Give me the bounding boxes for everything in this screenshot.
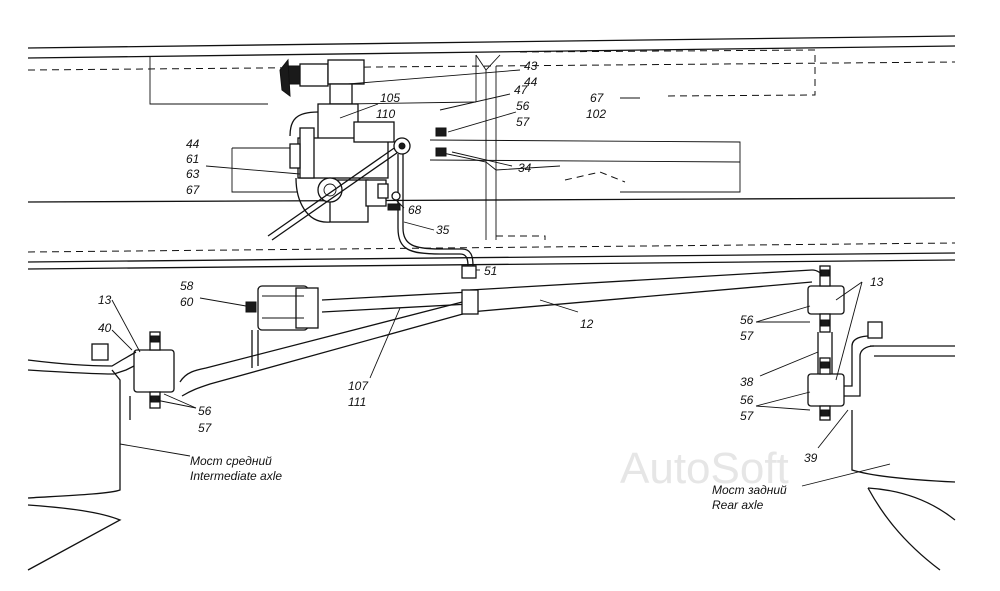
label-110: 110 (376, 107, 395, 121)
leader-lines (111, 69, 891, 487)
height-control-valve (267, 58, 477, 279)
label-56: 56 (516, 99, 530, 113)
frame-rails (27, 35, 956, 270)
label-56: 56 (740, 393, 754, 407)
label-40: 40 (98, 321, 112, 335)
label-51: 51 (484, 264, 497, 278)
label-105: 105 (380, 91, 400, 105)
label-12: 12 (580, 317, 594, 331)
left-axle-bracket (27, 331, 175, 571)
label-13: 13 (870, 275, 884, 289)
watermark: AutoSoft (620, 444, 789, 493)
label-102: 102 (586, 107, 606, 121)
intermediate-axle-caption-ru: Мост средний (190, 454, 272, 468)
label-63: 63 (186, 167, 200, 181)
label-47: 47 (514, 83, 529, 97)
label-57: 57 (740, 409, 755, 423)
label-38: 38 (740, 375, 754, 389)
label-43: 43 (524, 59, 538, 73)
label-44: 44 (524, 75, 538, 89)
axle-captions: Мост средний Intermediate axle Мост задн… (190, 454, 787, 512)
label-58: 58 (180, 279, 194, 293)
part-labels: 43 44 47 67 102 105 110 56 57 34 44 61 6… (98, 59, 884, 465)
rear-axle-caption-en: Rear axle (712, 498, 764, 512)
rear-axle-caption-ru: Мост задний (712, 483, 787, 497)
right-axle-bracket (807, 265, 956, 571)
label-61: 61 (186, 152, 199, 166)
label-68: 68 (408, 203, 422, 217)
label-39: 39 (804, 451, 818, 465)
label-35: 35 (436, 223, 450, 237)
label-111: 111 (348, 395, 366, 409)
label-60: 60 (180, 295, 194, 309)
label-67: 67 (186, 183, 201, 197)
crossmember (149, 49, 816, 240)
label-57: 57 (740, 329, 755, 343)
linkage-rods (179, 269, 823, 397)
label-57: 57 (516, 115, 531, 129)
label-56: 56 (740, 313, 754, 327)
label-57: 57 (198, 421, 213, 435)
intermediate-axle-caption-en: Intermediate axle (190, 469, 282, 483)
label-107: 107 (348, 379, 369, 393)
label-44: 44 (186, 137, 200, 151)
label-13: 13 (98, 293, 112, 307)
label-34: 34 (518, 161, 532, 175)
label-56: 56 (198, 404, 212, 418)
label-67: 67 (590, 91, 605, 105)
